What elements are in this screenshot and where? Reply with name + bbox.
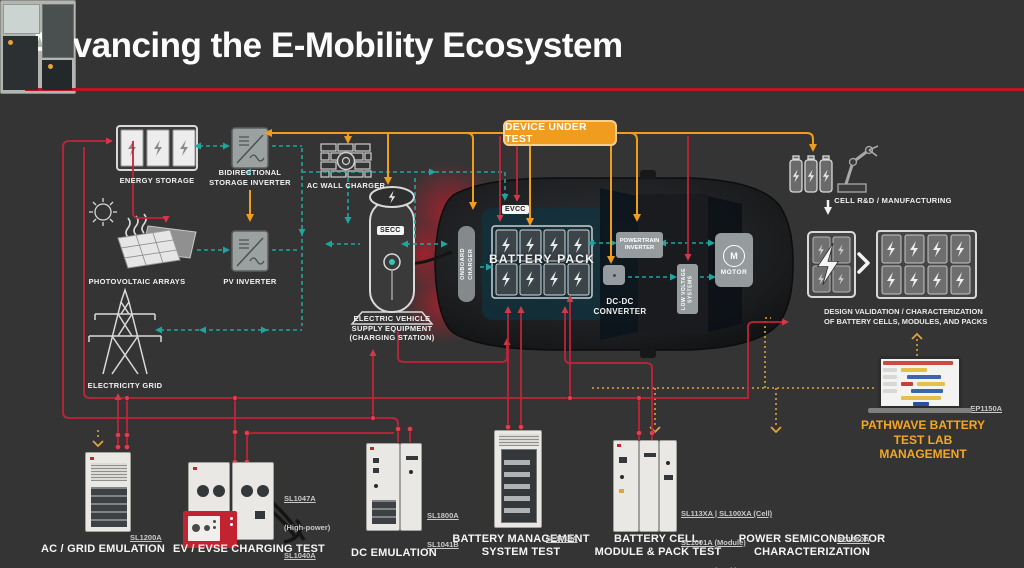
equipment-power-semiconductor (0, 0, 76, 94)
equipment-ac-grid-emulation (85, 452, 131, 532)
car-top-view (389, 162, 794, 358)
equipment-battery-test-3 (659, 440, 677, 532)
red-junction-dots (115, 395, 655, 465)
label-bidirectional-inverter: BIDIRECTIONAL STORAGE INVERTER (209, 168, 291, 187)
equipment-evse-cabinet-2 (232, 462, 274, 540)
station-title-dc: DC EMULATION (351, 547, 437, 559)
low-voltage-systems-box: LOW VOLTAGE SYSTEMS (677, 264, 698, 314)
models-battery[interactable]: SL113XA | SL100XA (Cell) SL1001A (Module… (681, 509, 773, 568)
equipment-battery-test-2 (639, 440, 659, 532)
robot-arm-icon (837, 145, 879, 193)
powertrain-inverter-box: POWERTRAIN INVERTER (616, 232, 663, 258)
label-design-validation: DESIGN VALIDATION / CHARACTERIZATION OF … (824, 307, 988, 326)
teal-power-links (155, 142, 716, 334)
models-bms[interactable]: SL1010A (546, 534, 578, 543)
battery-pack-right-icon (876, 230, 977, 299)
pv-inverter-icon (231, 230, 269, 272)
label-cell-rd: CELL R&D / MANUFACTURING (834, 196, 952, 205)
station-title-ac-grid: AC / GRID EMULATION (41, 543, 165, 555)
equipment-bms-test (494, 430, 542, 528)
models-ac-grid[interactable]: SL1200A (130, 533, 162, 542)
page-title: Advancing the E-Mobility Ecosystem (27, 26, 623, 65)
label-pv-arrays: PHOTOVOLTAIC ARRAYS (88, 277, 186, 286)
label-ac-wall-charger: AC WALL CHARGER (306, 181, 386, 190)
label-dcdc: DC-DC CONVERTER (593, 297, 647, 316)
station-title-evse: EV / EVSE CHARGING TEST (173, 543, 325, 555)
motor-box: M MOTOR (715, 233, 753, 287)
label-energy-storage: ENERGY STORAGE (119, 176, 195, 185)
equipment-evse-portable (183, 511, 237, 548)
ac-wall-charger-icon (320, 143, 372, 178)
lab-management-links (97, 317, 918, 440)
bidirectional-inverter-icon (231, 127, 269, 169)
models-evse[interactable]: SL1047A (High-power) SL1040A (Portable, … (284, 494, 331, 560)
evcc-tag: EVCC (502, 205, 529, 214)
equipment-dc-emulation-2 (400, 443, 422, 531)
battery-module-icon (807, 231, 856, 298)
title-underline (25, 88, 1024, 91)
orange-dut-links (246, 129, 817, 264)
label-evse: ELECTRIC VEHICLE SUPPLY EQUIPMENT (CHARG… (349, 314, 435, 342)
motor-m-icon: M (723, 244, 745, 267)
cell-manufacturing-icon (789, 145, 879, 193)
electricity-grid-icon (88, 287, 162, 375)
label-electricity-grid: ELECTRICITY GRID (87, 381, 163, 390)
station-title-bms: BATTERY MANAGEMENT SYSTEM TEST (452, 533, 590, 558)
laptop-base (868, 408, 972, 413)
model-ep1150a[interactable]: EP1150A (970, 403, 1003, 413)
equipment-dc-emulation-1 (366, 443, 400, 531)
chevron-right-icon (857, 252, 870, 274)
device-under-test-badge: DEVICE UNDER TEST (503, 120, 617, 146)
equipment-battery-test-1 (613, 440, 639, 532)
onboard-charger-box: ONBOARD CHARGER (458, 226, 475, 302)
models-dc[interactable]: SL1800A SL1041B RP7900 (427, 511, 459, 549)
secc-tag: SECC (377, 226, 404, 235)
dcdc-converter-box (603, 265, 625, 285)
battery-pack-icon (491, 225, 593, 299)
battery-pack-label: BATTERY PACK (489, 252, 595, 266)
red-test-links (62, 136, 789, 462)
label-pv-inverter: PV INVERTER (223, 277, 277, 286)
station-title-power-semi: POWER SEMICONDUCTOR CHARACTERIZATION (738, 533, 886, 558)
photovoltaic-arrays-icon (89, 198, 197, 269)
laptop-screen (878, 356, 962, 409)
models-power-semi[interactable]: PD1550A (837, 535, 870, 544)
station-title-battery: BATTERY CELL, MODULE & PACK TEST (594, 533, 722, 558)
energy-storage-icon (116, 125, 198, 171)
label-pathwave: PATHWAVE BATTERY TEST LAB MANAGEMENT (861, 418, 985, 461)
